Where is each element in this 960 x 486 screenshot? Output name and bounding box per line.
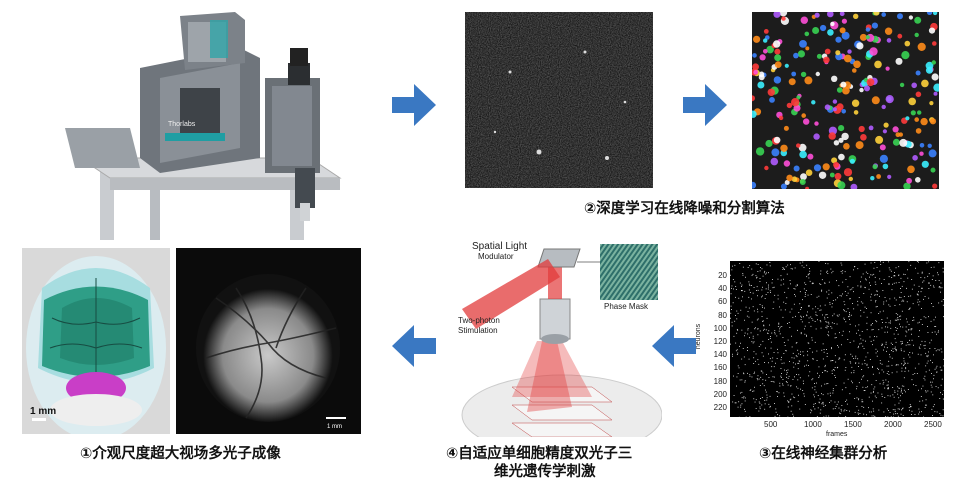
arrow-right-icon	[392, 84, 436, 130]
raster-y-tick: 180	[713, 376, 727, 386]
slm-label-line2: Modulator	[478, 252, 514, 261]
raster-y-tick: 140	[713, 350, 727, 360]
vasculature-scale-label: 1 mm	[327, 424, 342, 430]
raster-y-tick: 220	[713, 403, 727, 412]
raster-y-tick: 100	[713, 323, 727, 333]
raster-y-tick: 120	[713, 337, 727, 346]
vasculature-image: 1 mm	[176, 248, 361, 434]
caption-step1: ①介观尺度超大视场多光子成像	[80, 446, 281, 462]
arrow-left-icon	[392, 325, 436, 371]
arrow-left-icon	[652, 325, 696, 371]
brain-atlas-image: 1 mm	[22, 248, 170, 434]
raster-x-tick: 2000	[884, 420, 902, 429]
raster-xlabel: frames	[826, 431, 848, 438]
phase-mask-image	[600, 244, 658, 300]
stim-label-line1: Two-photon	[458, 316, 500, 325]
slm-label-line1: Spatial Light	[472, 241, 527, 252]
raster-y-tick: 60	[718, 297, 727, 307]
raster-y-tick: 40	[718, 284, 727, 294]
raster-plot: neurons 20 40 60 80 100 120 140 160 180 200 220 50…	[695, 255, 948, 441]
optogenetics-schematic: Spatial Light Modulator Two-photon Stimu…	[452, 237, 663, 456]
caption-step3: ③在线神经集群分析	[759, 446, 888, 462]
raster-x-tick: 500	[764, 420, 778, 429]
raster-ylabel: neurons	[695, 323, 703, 350]
raw-imaging-frame	[465, 12, 653, 188]
raster-y-tick: 80	[718, 310, 727, 320]
brain-scale-label: 1 mm	[30, 406, 56, 417]
raster-y-tick: 20	[718, 271, 727, 280]
caption-step4-line2: 维光遗传学刺激	[494, 464, 596, 480]
arrow-right-icon	[683, 84, 727, 130]
stim-label-line2: Stimulation	[458, 326, 498, 335]
raster-y-tick: 200	[713, 389, 727, 399]
phase-mask-label: Phase Mask	[604, 302, 649, 311]
raster-x-tick: 1000	[804, 420, 822, 429]
caption-step4-line1: ④自适应单细胞精度双光子三	[446, 446, 633, 462]
segmented-neurons-image	[752, 12, 939, 189]
raster-area	[730, 261, 944, 417]
raster-y-tick: 160	[713, 363, 727, 373]
raster-x-tick: 2500	[924, 420, 942, 429]
brand-label: Thorlabs	[168, 121, 196, 128]
raster-x-tick: 1500	[844, 420, 862, 429]
microscope-image: Thorlabs	[60, 8, 350, 240]
caption-step2: ②深度学习在线降噪和分割算法	[584, 201, 785, 217]
